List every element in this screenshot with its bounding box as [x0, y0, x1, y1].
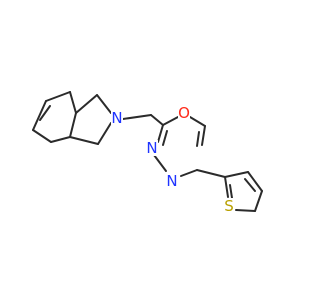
bond	[45, 91, 71, 102]
thiophene-ring	[196, 169, 263, 212]
oxygen-atom-label: O	[178, 104, 190, 122]
bond	[32, 100, 47, 131]
bond	[235, 209, 256, 212]
nitrogen-atom-label: N	[166, 172, 177, 190]
molecule-structure-diagram: N O N N S	[32, 91, 263, 215]
bond	[224, 176, 229, 198]
bond	[196, 169, 226, 178]
double-bond-inner-line	[162, 130, 168, 146]
nitrogen-atom-label: N	[111, 109, 122, 127]
sulfur-atom-label: S	[224, 197, 234, 215]
pyrrolidine-ring	[69, 94, 112, 145]
bond	[247, 171, 263, 192]
double-bond-inner-line	[39, 105, 51, 121]
bond	[162, 116, 179, 126]
bond	[50, 136, 71, 143]
double-bond-inner-line	[244, 178, 256, 192]
oxadiazole-ring	[153, 116, 206, 177]
bond	[201, 125, 206, 146]
bond	[69, 112, 77, 138]
bond	[157, 124, 164, 143]
bond	[150, 114, 164, 126]
double-bond-inner-line	[196, 131, 200, 147]
bond	[153, 154, 167, 172]
bond	[180, 169, 198, 177]
bond	[224, 171, 249, 178]
bond	[32, 129, 52, 143]
bond	[189, 116, 206, 127]
bond	[69, 136, 99, 145]
nitrogen-atom-label: N	[146, 139, 157, 157]
bond	[69, 91, 77, 114]
bond	[96, 94, 112, 114]
atom-labels: N O N N S	[111, 104, 235, 215]
double-bond-inner-line	[229, 184, 233, 199]
bond	[75, 94, 98, 114]
cyclohexene-ring	[32, 91, 77, 143]
methylene-linker	[122, 114, 164, 126]
bond	[122, 114, 152, 120]
bond	[254, 190, 263, 212]
bond	[97, 122, 112, 145]
